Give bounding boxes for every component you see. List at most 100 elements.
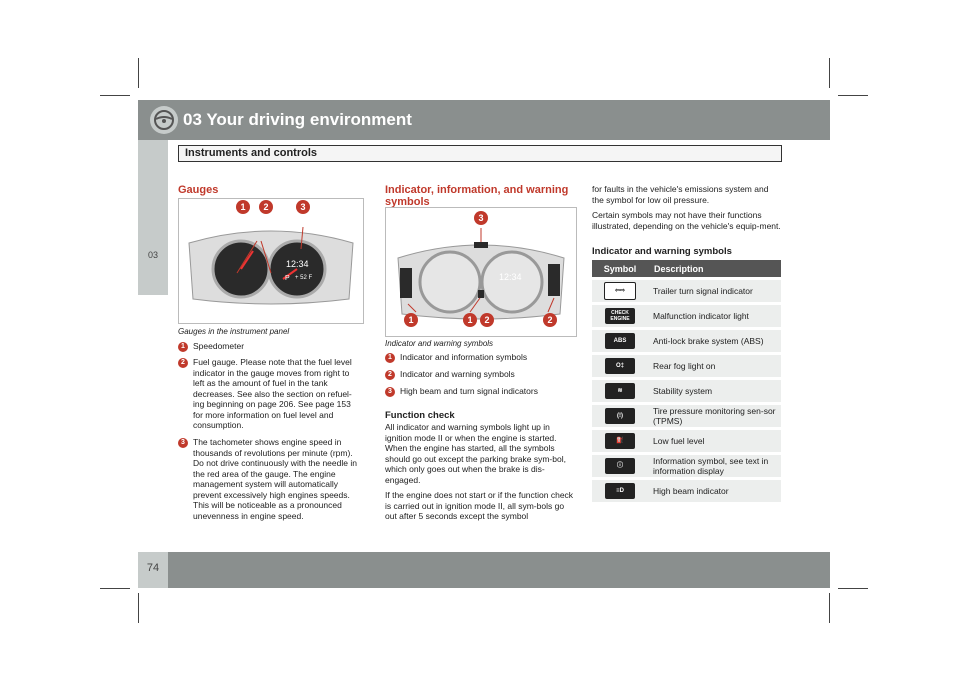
symbol-cell: (!): [592, 402, 648, 429]
symbol-cell: ⇦⇨: [592, 277, 648, 304]
list-item: 2 Indicator and warning symbols: [385, 369, 575, 380]
photo-marker: 2: [259, 200, 273, 214]
photo-marker: 3: [296, 200, 310, 214]
photo-marker: 1: [404, 313, 418, 327]
warning-panel-illustration: [397, 228, 565, 320]
check-engine-icon: CHECK ENGINE: [605, 308, 635, 324]
symbol-cell: ≡D: [592, 477, 648, 502]
steering-wheel-icon: [150, 106, 178, 134]
crop-mark: [138, 58, 139, 88]
gauge-temp: + 52 F: [295, 275, 313, 281]
desc-cell: Trailer turn signal indicator: [648, 277, 781, 304]
table-header-row: Symbol Description: [592, 260, 781, 279]
symbol-cell: O‡: [592, 352, 648, 379]
crop-mark: [838, 588, 868, 589]
trailer-turn-signal-icon: ⇦⇨: [604, 282, 636, 300]
item-text: Fuel gauge. Please note that the fuel le…: [193, 357, 352, 430]
fuel-pump-icon: ⛽: [605, 433, 635, 449]
list-item: 2 Fuel gauge. Please note that the fuel l…: [178, 357, 362, 437]
item-number: 2: [178, 357, 188, 368]
photo-marker: 1: [236, 200, 250, 214]
symbol-cell: ⛽: [592, 427, 648, 454]
col-symbol-header: Symbol: [592, 260, 648, 279]
table-heading: Indicator and warning symbols: [592, 246, 732, 257]
table-row: (!) Tire pressure monitoring sen-sor (TP…: [592, 402, 781, 429]
gauges-caption: Gauges in the instrument panel: [178, 327, 290, 336]
crop-mark: [829, 58, 830, 88]
item-text: Speedometer: [193, 341, 245, 351]
function-check-heading: Function check: [385, 410, 455, 421]
table-row: CHECK ENGINE Malfunction indicator light: [592, 302, 781, 329]
symbol-cell: ≋: [592, 377, 648, 404]
crop-mark: [838, 95, 868, 96]
gauge-gear: P: [285, 275, 290, 282]
photo-marker: 1: [463, 313, 477, 327]
function-check-para: If the engine does not start or if the f…: [385, 490, 574, 521]
side-tab: 03: [138, 140, 168, 295]
abs-icon: ABS: [605, 333, 635, 349]
section-bar: Instruments and controls: [178, 145, 782, 162]
symbol-cell: ⓘ: [592, 452, 648, 479]
item-number: 2: [385, 369, 395, 380]
item-number: 1: [385, 352, 395, 363]
stability-icon: ≋: [605, 383, 635, 399]
tire-pressure-icon: (!): [605, 408, 635, 424]
list-item: 3 High beam and turn signal indicators: [385, 386, 575, 397]
desc-cell: Information symbol, see text in informat…: [648, 452, 781, 479]
crop-mark: [100, 588, 130, 589]
table-row: ≋ Stability system: [592, 377, 781, 404]
desc-cell: Low fuel level: [648, 427, 781, 454]
header-bar: [138, 100, 830, 140]
list-item: 3 The tachometer shows engine speed in th…: [178, 437, 362, 527]
item-number: 3: [178, 437, 188, 448]
rear-fog-icon: O‡: [605, 358, 635, 374]
photo-marker: 2: [480, 313, 494, 327]
item-text: The tachometer shows engine speed in tho…: [193, 437, 357, 521]
symbol-cell: CHECK ENGINE: [592, 302, 648, 329]
function-check-para: All indicator and warning symbols light …: [385, 422, 566, 485]
symbols-clock: 12:34: [499, 272, 522, 282]
desc-cell: Tire pressure monitoring sen-sor (TPMS): [648, 402, 781, 429]
crop-mark: [138, 593, 139, 623]
item-text: Indicator and information symbols: [400, 352, 528, 362]
instrument-panel-illustration: [188, 226, 354, 305]
symbol-cell: ABS: [592, 327, 648, 354]
desc-cell: Stability system: [648, 377, 781, 404]
desc-cell: Anti-lock brake system (ABS): [648, 327, 781, 354]
information-icon: ⓘ: [605, 458, 635, 474]
crop-mark: [100, 95, 130, 96]
desc-cell: Malfunction indicator light: [648, 302, 781, 329]
footer-bar: [138, 552, 830, 588]
item-text: Indicator and warning symbols: [400, 369, 515, 379]
symbols-caption: Indicator and warning symbols: [385, 339, 494, 348]
high-beam-icon: ≡D: [605, 483, 635, 499]
item-number: 1: [178, 341, 188, 352]
col-desc-header: Description: [648, 260, 781, 279]
symbols-table: Symbol Description ⇦⇨ Trailer turn signa…: [592, 260, 781, 502]
desc-cell: Rear fog light on: [648, 352, 781, 379]
section-title: Instruments and controls: [185, 147, 318, 159]
right-para: Certain symbols may not have their funct…: [592, 210, 781, 231]
page-number: 74: [146, 562, 160, 574]
list-item: 1 Speedometer: [178, 341, 362, 352]
chapter-title: 03 Your driving environment: [183, 110, 412, 129]
footer-tab: [138, 552, 168, 588]
gauge-clock: 12:34: [286, 259, 309, 269]
desc-cell: High beam indicator: [648, 477, 781, 502]
side-tab-label: 03: [147, 250, 158, 260]
table-row: O‡ Rear fog light on: [592, 352, 781, 379]
photo-marker: 3: [474, 211, 488, 225]
item-text: High beam and turn signal indicators: [400, 386, 538, 396]
gauges-photo: 12:34 P + 52 F: [178, 198, 364, 324]
photo-marker: 2: [543, 313, 557, 327]
table-row: ⇦⇨ Trailer turn signal indicator: [592, 277, 781, 304]
table-row: ⛽ Low fuel level: [592, 427, 781, 454]
crop-mark: [829, 593, 830, 623]
list-item: 1 Indicator and information symbols: [385, 352, 575, 363]
table-row: ≡D High beam indicator: [592, 477, 781, 502]
item-number: 3: [385, 386, 395, 397]
gauges-heading: Gauges: [178, 184, 219, 196]
symbols-heading: Indicator, information, and warning symb…: [385, 184, 569, 208]
table-row: ⓘ Information symbol, see text in inform…: [592, 452, 781, 479]
right-para: for faults in the vehicle's emissions sy…: [592, 184, 769, 205]
